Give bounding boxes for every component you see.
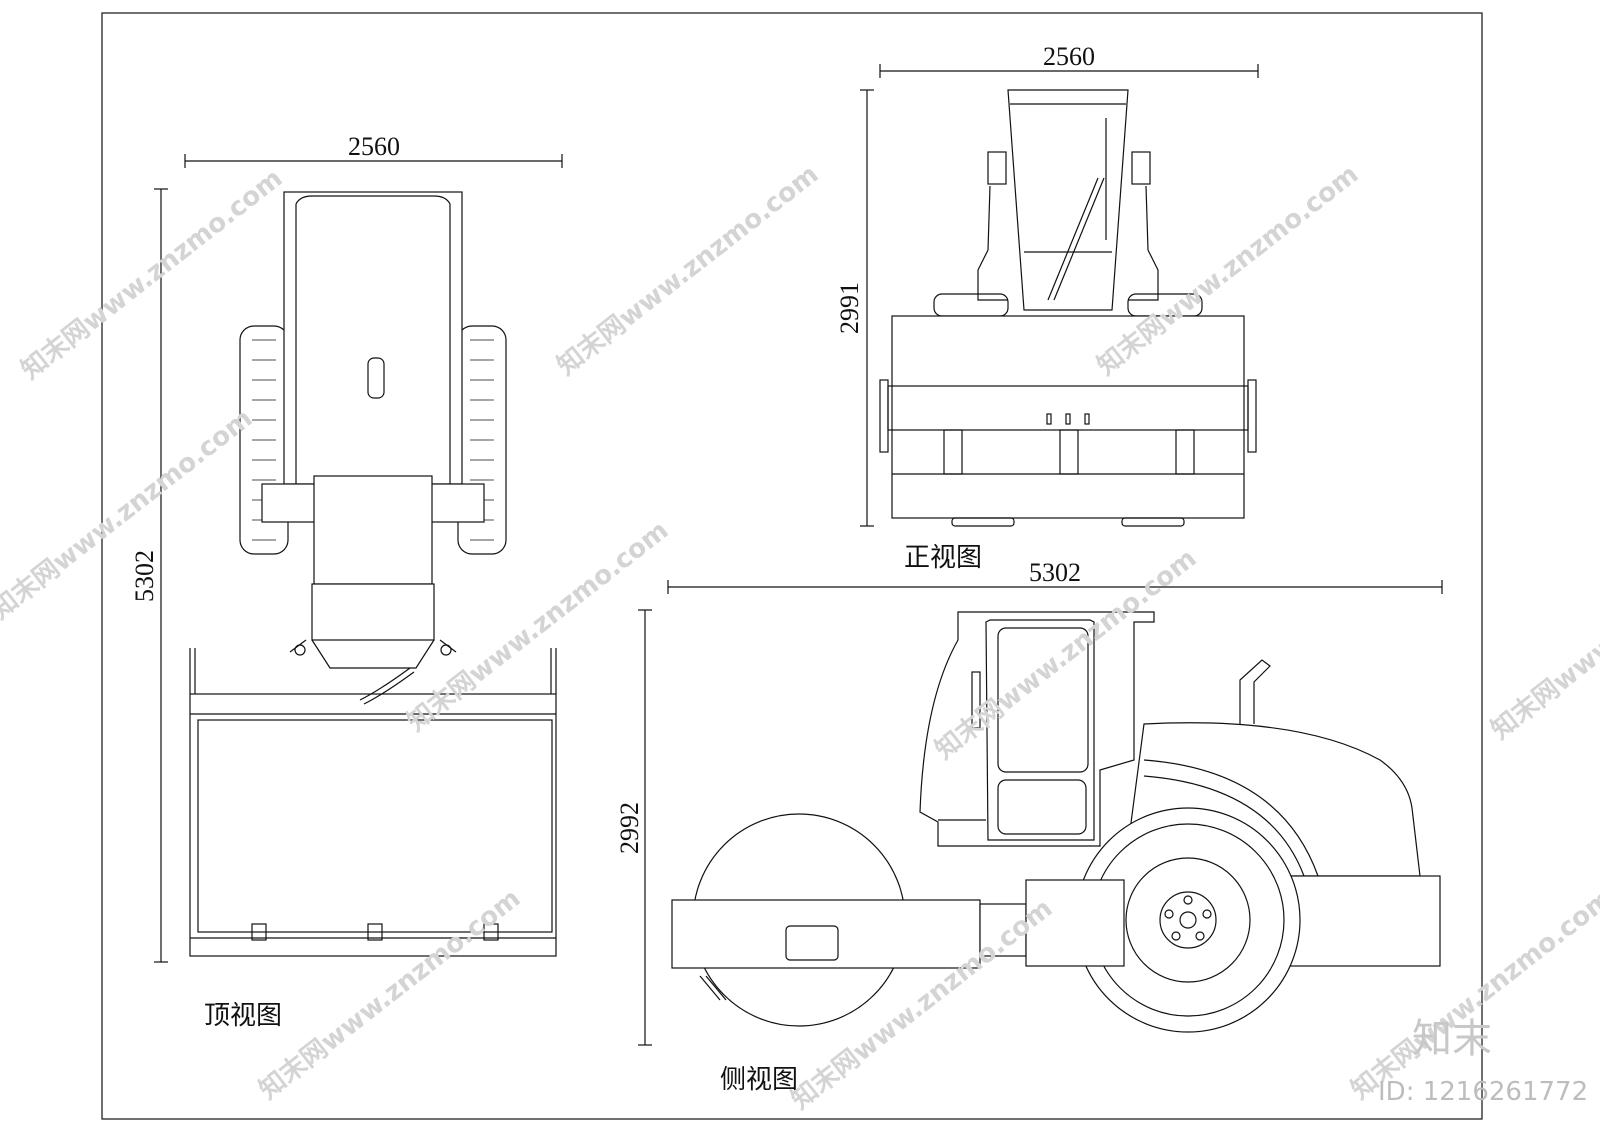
side-view-length-label: 5302 (1029, 558, 1081, 587)
watermark-text: 知末网www.znzmo.com (402, 515, 674, 737)
front-view-height-dimension: 2991 (835, 89, 874, 527)
side-view-height-label: 2992 (615, 802, 644, 854)
drawing-frame (101, 12, 1483, 1120)
side-view-front-drum (671, 813, 1125, 1027)
watermark-text: 知末网www.znzmo.com (254, 883, 526, 1105)
top-view: 2560 5302 (130, 132, 563, 1031)
brand-watermark: 知末 (1412, 1016, 1492, 1062)
front-view-width-dimension: 2560 (879, 42, 1259, 78)
watermark-text: 知末网www.znzmo.com (1486, 523, 1600, 745)
top-view-length-label: 5302 (130, 550, 159, 602)
side-view-cab (919, 611, 1155, 847)
top-view-rear-body (261, 191, 485, 523)
side-view: 5302 2992 (615, 558, 1443, 1095)
front-view-width-label: 2560 (1043, 42, 1095, 71)
top-view-length-dimension: 5302 (130, 188, 168, 963)
top-view-width-dimension: 2560 (184, 132, 563, 168)
front-view-drum (879, 315, 1257, 527)
front-view-left-tire (933, 293, 1009, 317)
side-view-caption: 侧视图 (720, 1065, 798, 1095)
top-view-width-label: 2560 (348, 132, 400, 161)
front-view-caption: 正视图 (904, 543, 982, 573)
top-view-caption: 顶视图 (204, 1001, 282, 1031)
side-view-height-dimension: 2992 (615, 609, 652, 1046)
side-view-length-dimension: 5302 (667, 558, 1443, 594)
front-view-height-label: 2991 (835, 282, 864, 334)
watermark-text: 知末网www.znzmo.com (16, 163, 288, 385)
watermark-text: 知末网www.znzmo.com (552, 159, 824, 381)
front-view-cab (977, 89, 1159, 311)
id-watermark: ID: 1216261772 (1378, 1077, 1588, 1107)
top-view-drum-frame (189, 648, 557, 957)
front-view: 2560 2991 (835, 42, 1259, 573)
top-view-frame (289, 475, 457, 705)
